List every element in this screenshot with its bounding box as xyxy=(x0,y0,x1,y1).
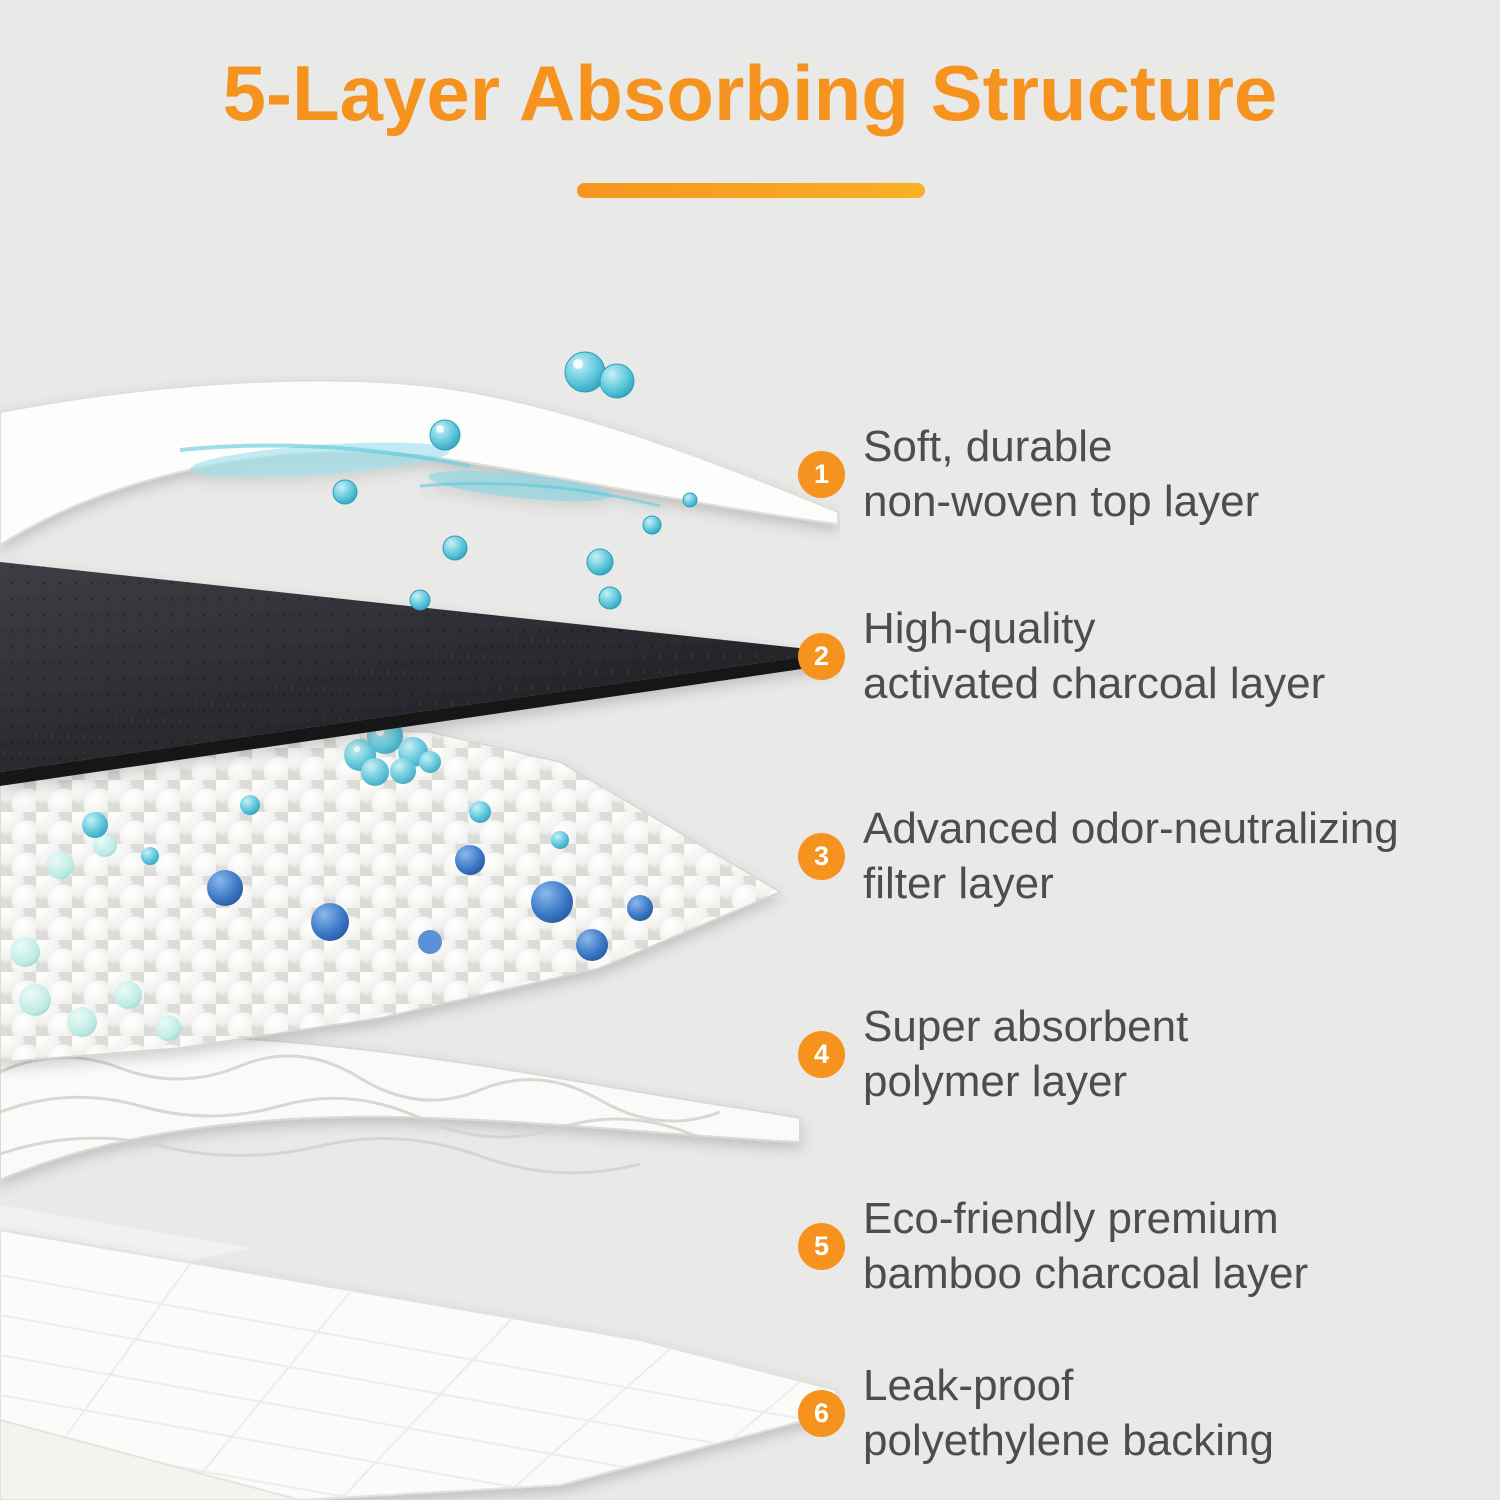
bottom-backing-sheet-layer xyxy=(0,1205,837,1500)
callout-5-number-badge: 5 xyxy=(798,1222,845,1270)
callout-2-number-badge: 2 xyxy=(798,632,845,680)
callout-4-number-badge: 4 xyxy=(798,1030,845,1078)
callout-1-label: Soft, durable non-woven top layer xyxy=(863,422,1260,527)
callout-5: 5 Eco-friendly premium bamboo charcoal l… xyxy=(798,1191,1308,1302)
callout-6-number-badge: 6 xyxy=(798,1389,845,1437)
callout-6: 6 Leak-proof polyethylene backing xyxy=(798,1358,1274,1469)
liquid-splash-marks xyxy=(179,442,661,508)
wavy-tissue-layer xyxy=(0,1034,801,1182)
callout-3: 3 Advanced odor-neutralizing filter laye… xyxy=(798,801,1399,912)
callout-2-label: High-quality activated charcoal layer xyxy=(863,604,1326,709)
callout-3-number-badge: 3 xyxy=(798,832,845,880)
callout-4-label: Super absorbent polymer layer xyxy=(863,1002,1189,1107)
callout-5-label: Eco-friendly premium bamboo charcoal lay… xyxy=(863,1194,1309,1299)
polymer-beads-layer xyxy=(0,718,782,1063)
callout-2: 2 High-quality activated charcoal layer xyxy=(798,601,1325,712)
top-nonwoven-sheet-layer xyxy=(0,379,839,547)
water-droplets xyxy=(332,351,698,611)
gel-crystal-cluster xyxy=(344,718,441,786)
callout-6-label: Leak-proof polyethylene backing xyxy=(863,1361,1274,1466)
callout-1: 1 Soft, durable non-woven top layer xyxy=(798,419,1259,530)
charcoal-sheet-layer xyxy=(0,562,836,786)
callout-1-number-badge: 1 xyxy=(798,450,845,498)
callout-3-label: Advanced odor-neutralizing filter layer xyxy=(863,804,1399,909)
title-underline-bar xyxy=(577,183,925,198)
page-title: 5-Layer Absorbing Structure xyxy=(222,49,1278,137)
layer-structure-illustration xyxy=(0,351,839,1500)
callout-4: 4 Super absorbent polymer layer xyxy=(798,999,1188,1110)
